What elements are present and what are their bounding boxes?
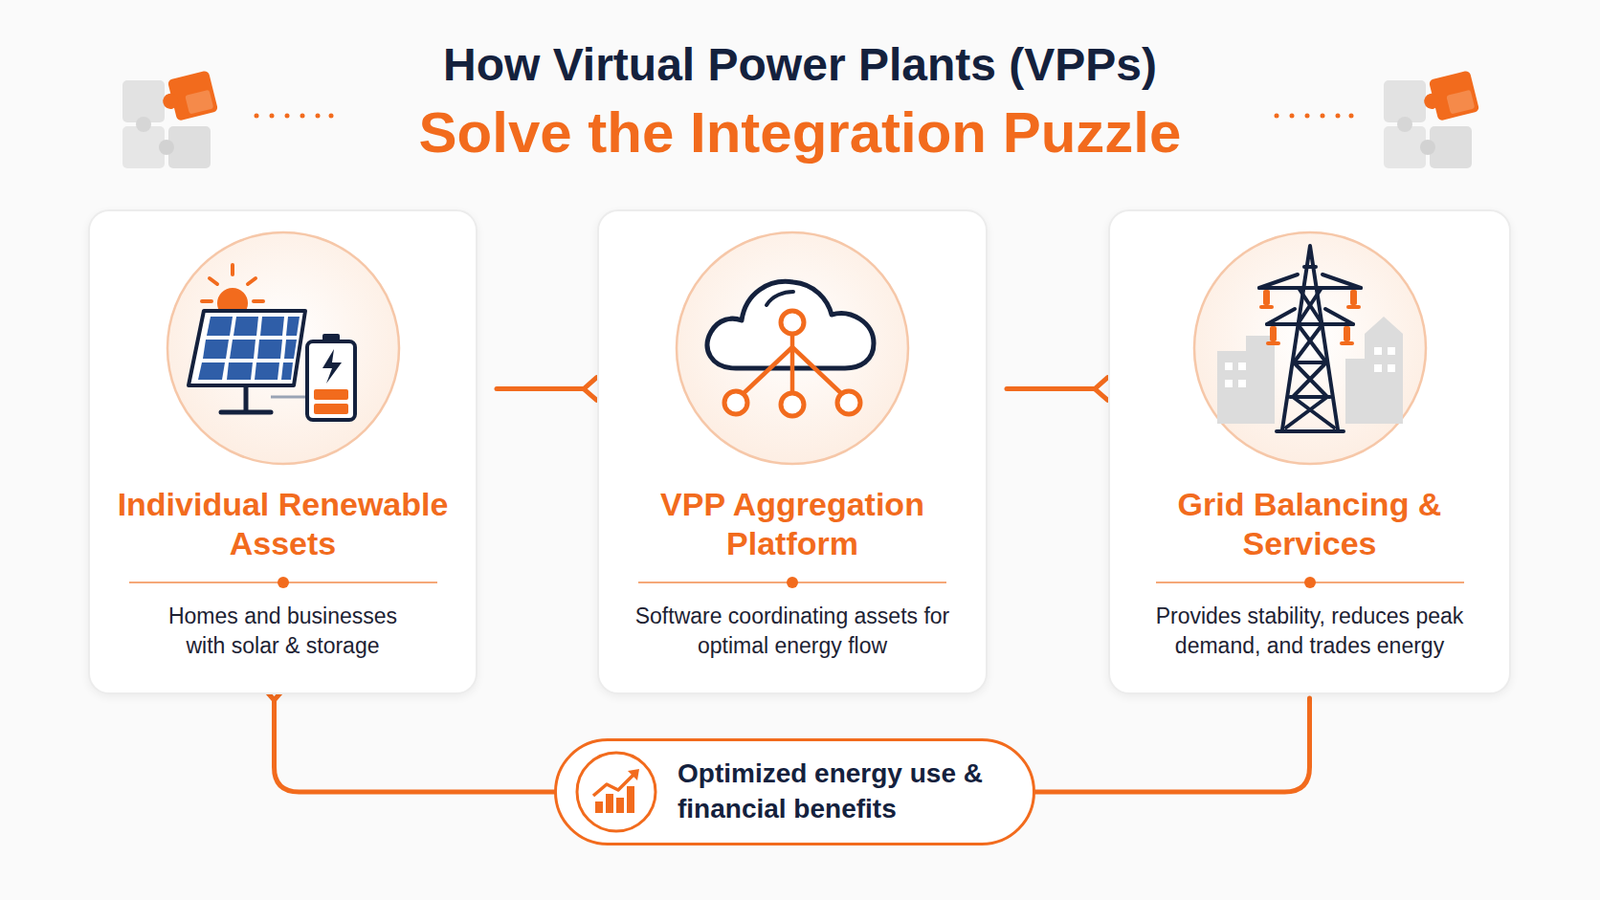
card-divider xyxy=(638,577,947,589)
puzzle-icon xyxy=(1383,69,1480,169)
solar-storage-icon xyxy=(163,228,403,468)
transmission-tower-icon xyxy=(1190,228,1430,468)
arrowhead xyxy=(1094,377,1109,401)
card-heading: VPP Aggregation Platform xyxy=(599,485,986,564)
connector-line xyxy=(1006,386,1095,392)
process-card: VPP Aggregation PlatformSoftware coordin… xyxy=(597,209,988,695)
connector-line xyxy=(496,386,584,392)
arrowhead xyxy=(583,377,598,401)
flow-connector xyxy=(496,377,598,401)
benefit-text: Optimized energy use & financial benefit… xyxy=(677,756,999,828)
card-body: Provides stability, reduces peak demand,… xyxy=(1132,601,1489,663)
card-divider xyxy=(1155,577,1465,589)
puzzle-icon xyxy=(122,69,219,169)
benefit-pill: Optimized energy use & financial benefit… xyxy=(554,738,1036,846)
diagram-title: How Virtual Power Plants (VPPs) xyxy=(0,38,1600,91)
card-heading: Grid Balancing & Services xyxy=(1110,485,1510,564)
flow-connector xyxy=(1006,377,1109,401)
growth-chart-icon xyxy=(574,750,659,835)
process-card: Individual Renewable AssetsHomes and bus… xyxy=(88,209,478,695)
cloud-network-icon xyxy=(672,228,912,468)
card-body: Homes and businesses with solar & storag… xyxy=(154,601,413,663)
connector-line xyxy=(1035,698,1311,793)
card-divider xyxy=(129,577,438,589)
card-heading: Individual Renewable Assets xyxy=(89,485,476,564)
card-body: Software coordinating assets for optimal… xyxy=(629,601,956,663)
subtitle-label: Solve the Integration Puzzle xyxy=(0,99,1600,166)
flow-connector xyxy=(1035,698,1311,793)
connector-line xyxy=(274,700,556,793)
process-card: Grid Balancing & ServicesProvides stabil… xyxy=(1108,209,1512,695)
flow-connector xyxy=(263,687,555,793)
